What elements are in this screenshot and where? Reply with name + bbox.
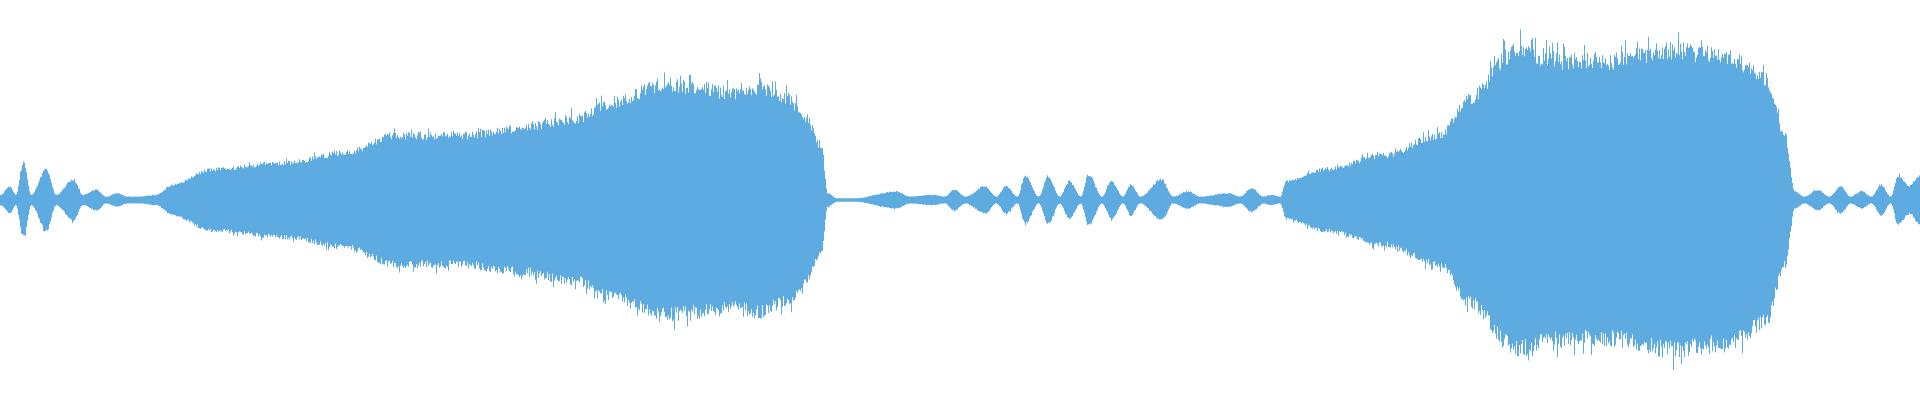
waveform-trace <box>0 29 1920 370</box>
